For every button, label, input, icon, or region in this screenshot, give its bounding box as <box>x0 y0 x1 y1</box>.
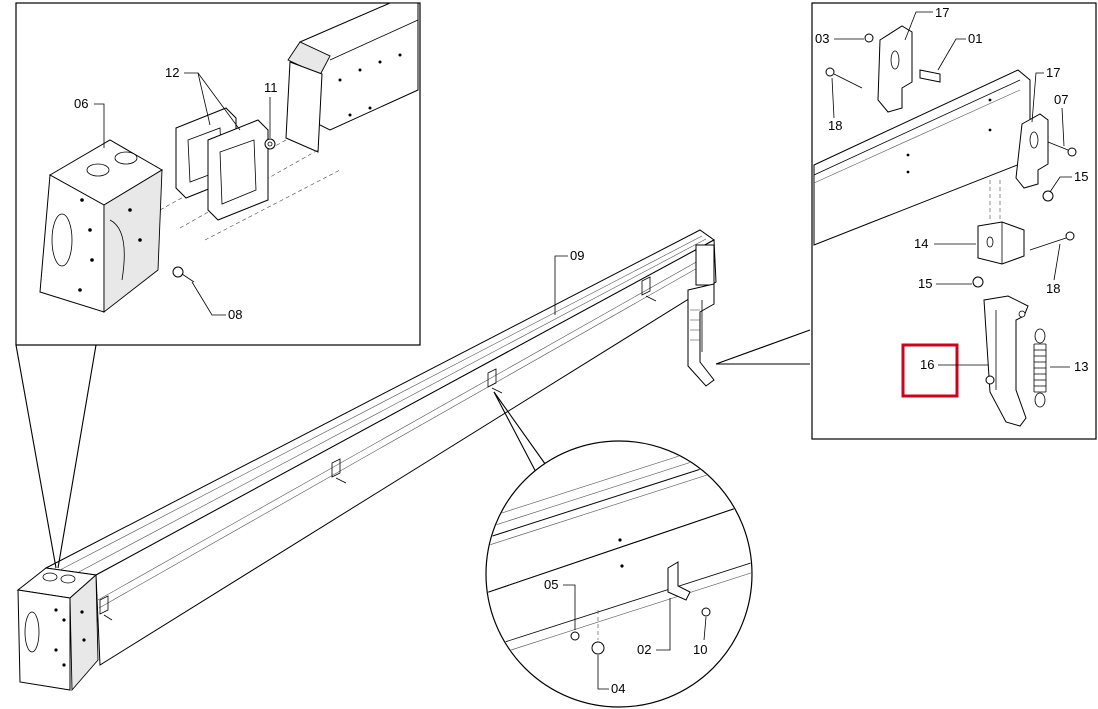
svg-text:18: 18 <box>1046 281 1060 296</box>
callout-14: 14 <box>914 236 976 251</box>
svg-text:11: 11 <box>264 80 278 95</box>
svg-text:07: 07 <box>1054 92 1068 107</box>
svg-text:12: 12 <box>165 65 179 80</box>
callout-06: 06 <box>74 96 105 148</box>
svg-text:13: 13 <box>1074 359 1088 374</box>
callout-11: 11 <box>264 80 278 138</box>
right-detail-parts <box>813 25 1077 427</box>
callout-18-right: 18 <box>1046 243 1060 296</box>
svg-text:09: 09 <box>570 248 584 263</box>
callout-13: 13 <box>1050 359 1088 374</box>
svg-text:02: 02 <box>637 642 651 657</box>
callout-05: 05 <box>544 577 576 630</box>
callout-18-top: 18 <box>828 77 842 133</box>
svg-text:16: 16 <box>920 357 934 372</box>
callout-08: 08 <box>191 281 242 322</box>
svg-text:08: 08 <box>228 307 242 322</box>
left-detail-leader <box>15 344 57 569</box>
circle-detail-parts <box>487 442 751 706</box>
main-beam <box>44 229 717 666</box>
callout-03: 03 <box>815 31 864 46</box>
svg-text:15: 15 <box>1074 169 1088 184</box>
svg-text:01: 01 <box>968 31 982 46</box>
callout-17-top: 17 <box>904 5 949 41</box>
callout-09: 09 <box>554 248 584 315</box>
callout-17-right: 17 <box>1031 65 1060 123</box>
left-detail-parts <box>39 2 419 313</box>
callout-15-lower: 15 <box>918 276 972 291</box>
callout-07: 07 <box>1054 92 1068 147</box>
svg-text:10: 10 <box>693 642 707 657</box>
svg-text:14: 14 <box>914 236 928 251</box>
svg-text:18: 18 <box>828 118 842 133</box>
end-plate-assembly <box>16 567 99 692</box>
callout-16: 16 <box>901 343 988 398</box>
callout-02: 02 <box>637 598 671 657</box>
svg-text:17: 17 <box>935 5 949 20</box>
callout-01: 01 <box>937 31 982 71</box>
svg-text:05: 05 <box>544 577 558 592</box>
svg-text:06: 06 <box>74 96 88 111</box>
svg-text:15: 15 <box>918 276 932 291</box>
lever-assembly <box>687 244 715 387</box>
callout-12: 12 <box>165 65 241 131</box>
svg-text:03: 03 <box>815 31 829 46</box>
callout-15-top: 15 <box>1049 169 1088 193</box>
svg-text:17: 17 <box>1046 65 1060 80</box>
callout-04: 04 <box>597 655 625 696</box>
highlight-box <box>901 343 959 398</box>
callout-10: 10 <box>693 616 707 657</box>
svg-text:04: 04 <box>611 681 625 696</box>
